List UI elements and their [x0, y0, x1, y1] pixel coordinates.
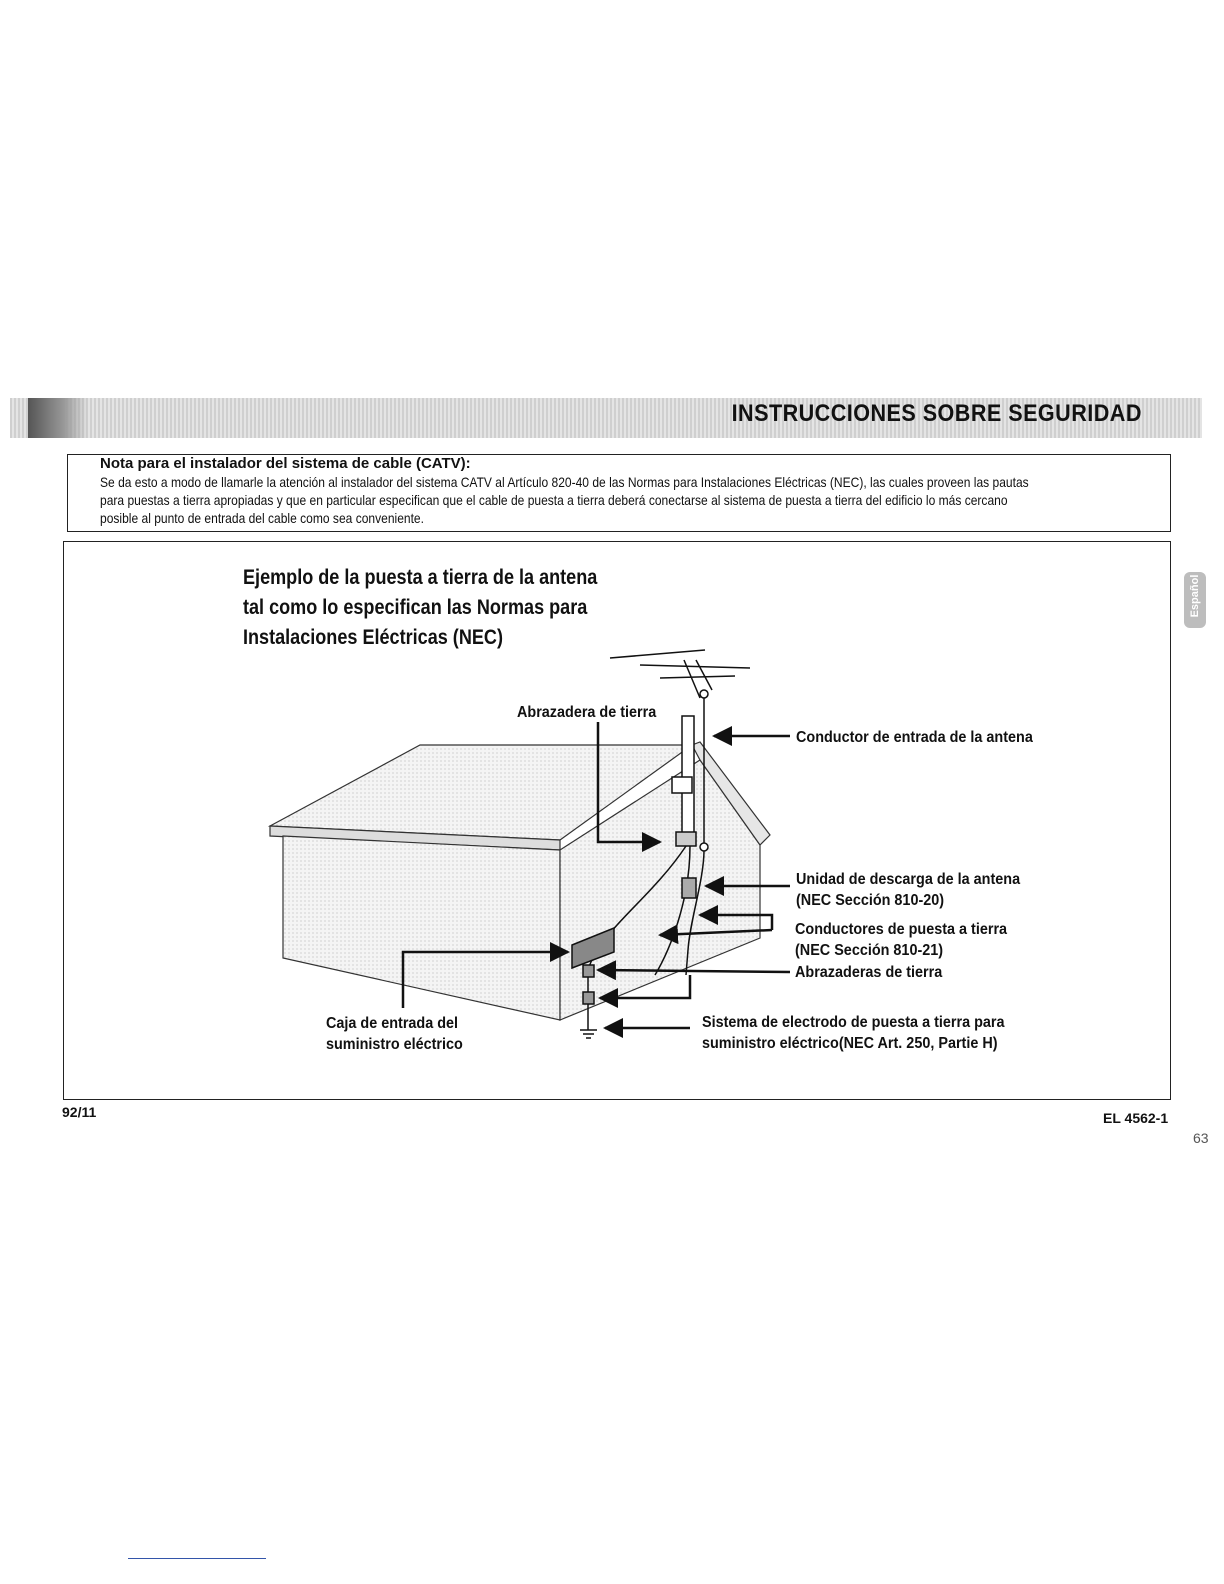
ground-clamp-lower — [582, 991, 595, 1005]
header-band-accent — [28, 398, 88, 438]
house-side-wall — [282, 835, 561, 1021]
note-title: Nota para el instalador del sistema de c… — [100, 455, 471, 472]
standoff-bracket — [671, 776, 693, 794]
figure-title-line: tal como lo especifican las Normas para — [243, 596, 588, 619]
house — [267, 741, 771, 1021]
language-tab-label: Español — [1189, 574, 1201, 618]
grounding-conductor — [587, 845, 687, 1000]
label-line: suministro eléctrico — [326, 1036, 463, 1053]
callout-arrows — [401, 722, 791, 1038]
label-electrode: Sistema de electrodo de puesta a tierra … — [702, 1012, 1005, 1054]
service-entrance — [571, 926, 615, 1039]
arrow-conductor-2 — [658, 924, 773, 945]
language-tab: Español — [1184, 572, 1206, 628]
house-gable-roof — [691, 741, 771, 846]
footer-date-code: 92/11 — [62, 1104, 97, 1120]
bottom-rule — [128, 1558, 266, 1559]
antenna — [587, 649, 751, 1000]
note-line: Se da esto a modo de llamarle la atenció… — [100, 474, 1029, 490]
house-gable-wall — [559, 759, 761, 1021]
label-line: Unidad de descarga de la antena — [796, 871, 1021, 888]
label-line: (NEC Sección 810-20) — [796, 892, 945, 909]
label-ground-clamps: Abrazaderas de tierra — [795, 964, 943, 981]
arrow-service-box — [401, 942, 570, 1008]
page-number: 63 — [1193, 1130, 1209, 1146]
figure-title: Ejemplo de la puesta a tierra de la ante… — [243, 563, 639, 653]
lead-in-wire — [685, 694, 705, 976]
section-title: INSTRUCCIONES SOBRE SEGURIDAD — [731, 400, 1142, 427]
note-body: Se da esto a modo de llamarle la atenció… — [100, 473, 1158, 527]
mast-ground-clamp — [675, 831, 697, 847]
catv-note-box: Nota para el instalador del sistema de c… — [67, 454, 1171, 532]
label-line: suministro eléctrico(NEC Art. 250, Parti… — [702, 1035, 998, 1052]
label-discharge-unit: Unidad de descarga de la antena (NEC Sec… — [796, 869, 1020, 911]
figure-frame — [63, 541, 1171, 1100]
footer-document-code: EL 4562-1 — [1103, 1110, 1169, 1126]
label-grounding-conductors: Conductores de puesta a tierra (NEC Secc… — [795, 919, 1007, 961]
arrow-ground-clamp — [596, 722, 662, 852]
label-ground-clamp: Abrazadera de tierra — [517, 704, 657, 721]
figure-title-line: Instalaciones Eléctricas (NEC) — [243, 626, 503, 649]
discharge-unit — [681, 877, 697, 899]
label-line: Conductores de puesta a tierra — [795, 921, 1008, 938]
arrow-ground-clamp-lower — [598, 975, 692, 1008]
service-box — [571, 926, 615, 970]
label-line: Caja de entrada del — [326, 1015, 459, 1032]
label-lead-in: Conductor de entrada de la antena — [796, 729, 1033, 746]
ground-clamp-upper — [582, 964, 595, 978]
section-header-band: INSTRUCCIONES SOBRE SEGURIDAD — [10, 398, 1202, 438]
label-line: (NEC Sección 810-21) — [795, 942, 944, 959]
arrow-conductor-1 — [698, 905, 774, 930]
note-line: para puestas a tierra apropiadas y que e… — [100, 492, 1008, 508]
note-line: posible al punto de entrada del cable co… — [100, 510, 424, 526]
label-line: Sistema de electrodo de puesta a tierra … — [702, 1014, 1005, 1031]
figure-title-line: Ejemplo de la puesta a tierra de la ante… — [243, 566, 598, 589]
label-service-box: Caja de entrada del suministro eléctrico — [326, 1013, 463, 1055]
arrow-ground-clamp-upper — [596, 960, 791, 981]
